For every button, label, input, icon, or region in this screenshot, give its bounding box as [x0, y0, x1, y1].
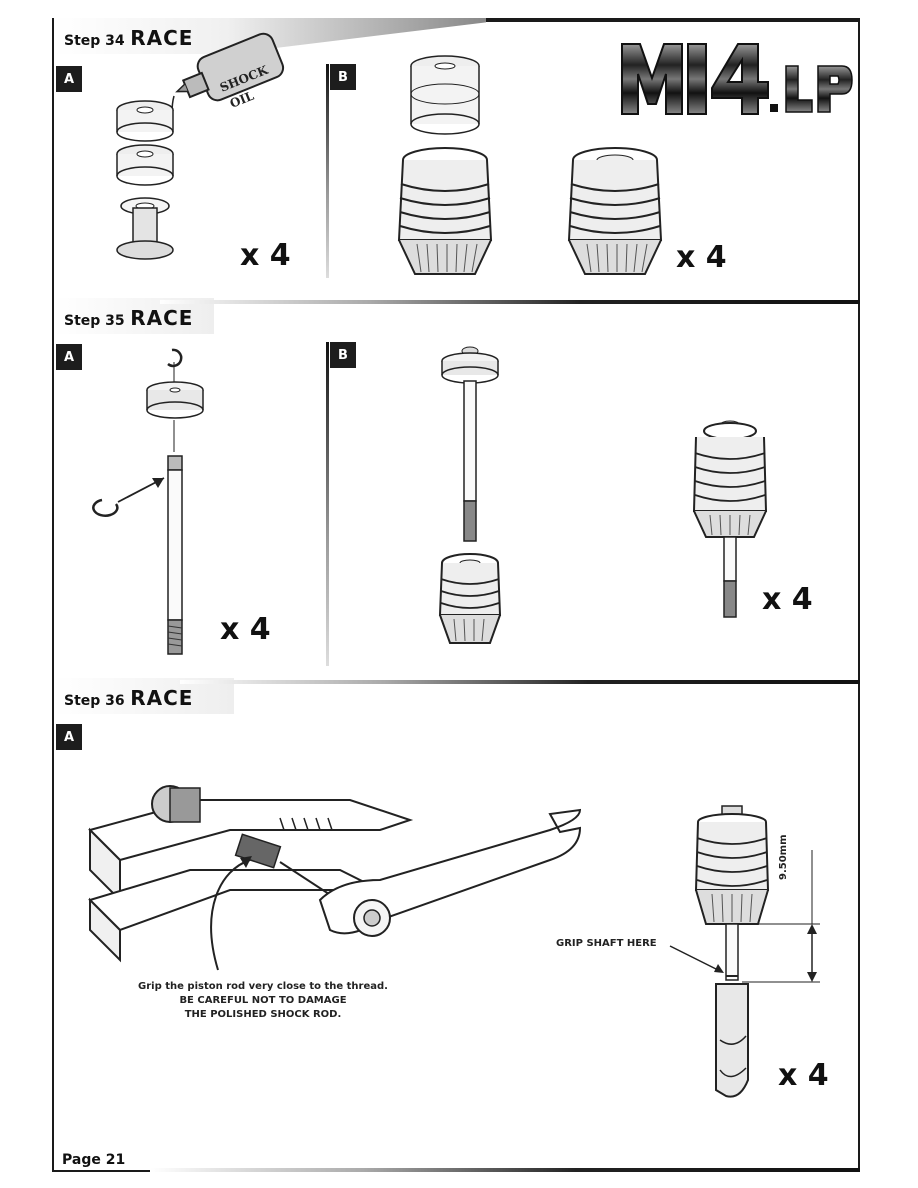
step-35-divider — [326, 342, 329, 666]
step-36-badge-a: A — [56, 724, 82, 750]
step-35-title: Step 35 RACE — [64, 306, 194, 330]
step-34-divider — [326, 64, 329, 278]
grip-note: Grip the piston rod very close to the th… — [118, 980, 408, 1022]
step-34-badge-a: A — [56, 66, 82, 92]
step-35a-illustration — [92, 348, 204, 655]
step-35a-quantity: x 4 — [220, 612, 271, 647]
step-36-header: Step 36 RACE — [54, 678, 234, 714]
header-rule — [486, 18, 860, 22]
page-number: Page 21 — [62, 1152, 126, 1168]
step-35-header: Step 35 RACE — [54, 298, 214, 334]
grip-note-line-2: BE CAREFUL NOT TO DAMAGE — [179, 995, 347, 1006]
step-35-badge-b: B — [330, 342, 356, 368]
step-36-shock-illustration — [669, 805, 820, 1098]
footer-rule — [150, 1168, 860, 1172]
step-34-title: Step 34 RACE — [64, 26, 194, 50]
step-35b-quantity: x 4 — [762, 582, 813, 617]
step-36-pliers-illustration — [88, 785, 582, 971]
step-36-title: Step 36 RACE — [64, 686, 194, 710]
step-34b-illustration — [397, 55, 663, 275]
step-34a-illustration: SHOCK OIL — [116, 32, 285, 260]
grip-note-line-3: THE POLISHED SHOCK ROD. — [184, 1009, 342, 1020]
step-35b-illustration — [438, 346, 768, 644]
step-34a-quantity: x 4 — [240, 238, 291, 273]
step-35-badge-a: A — [56, 344, 82, 370]
grip-note-line-1: Grip the piston rod very close to the th… — [138, 981, 388, 992]
step-36-quantity: x 4 — [778, 1058, 829, 1093]
step-35-rule — [160, 300, 860, 304]
step-34b-quantity: x 4 — [676, 240, 727, 275]
grip-shaft-label: GRIP SHAFT HERE — [556, 938, 657, 949]
mi4lp-logo — [621, 43, 853, 115]
dimension-label: 9.50mm — [778, 834, 789, 880]
step-36-rule — [180, 680, 860, 684]
step-34-badge-b: B — [330, 64, 356, 90]
